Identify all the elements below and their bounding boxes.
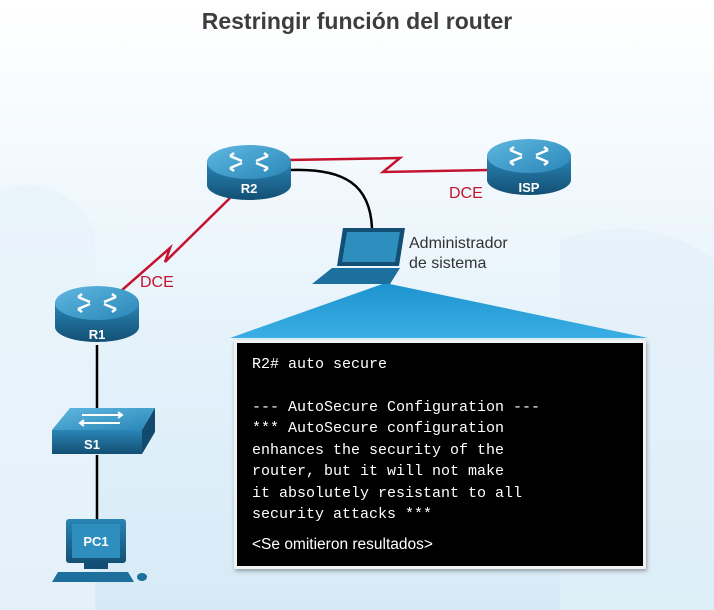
page-title: Restringir función del router bbox=[201, 8, 513, 34]
admin-label-line1: Administrador bbox=[409, 235, 508, 252]
callout-fan bbox=[230, 283, 648, 338]
terminal-output: --- AutoSecure Configuration --- *** Aut… bbox=[252, 398, 541, 524]
router-isp[interactable]: ISP bbox=[487, 139, 571, 195]
serial-link-r2-isp bbox=[288, 156, 490, 174]
router-isp-label: ISP bbox=[519, 180, 540, 195]
router-r1-label: R1 bbox=[89, 327, 106, 342]
laptop-admin[interactable] bbox=[312, 228, 405, 284]
switch-s1[interactable]: S1 bbox=[52, 408, 155, 454]
pc1[interactable]: PC1 bbox=[52, 519, 147, 582]
serial-link-r1-r2 bbox=[112, 197, 231, 299]
dce-label-r1: DCE bbox=[140, 274, 174, 291]
dce-label-isp: DCE bbox=[449, 185, 483, 202]
pc1-label: PC1 bbox=[83, 534, 108, 549]
switch-s1-label: S1 bbox=[84, 437, 100, 452]
switch-arrows-icon bbox=[78, 411, 124, 427]
router-arrows-icon bbox=[77, 293, 117, 313]
admin-label-line2: de sistema bbox=[409, 255, 486, 272]
router-arrows-icon bbox=[509, 146, 549, 166]
terminal-window: R2# auto secure --- AutoSecure Configura… bbox=[234, 340, 646, 569]
router-r2-label: R2 bbox=[241, 181, 258, 196]
router-arrows-icon bbox=[229, 152, 269, 172]
terminal-omitted-note: <Se omitieron resultados> bbox=[252, 535, 433, 553]
link-r2-laptop bbox=[289, 168, 374, 229]
mouse-icon bbox=[137, 573, 147, 581]
router-r1[interactable]: R1 bbox=[55, 286, 139, 342]
terminal-command: R2# auto secure bbox=[252, 356, 388, 373]
keyboard-icon bbox=[52, 572, 134, 582]
router-r2[interactable]: R2 bbox=[207, 145, 291, 200]
laptop-keyboard-icon bbox=[312, 268, 400, 284]
